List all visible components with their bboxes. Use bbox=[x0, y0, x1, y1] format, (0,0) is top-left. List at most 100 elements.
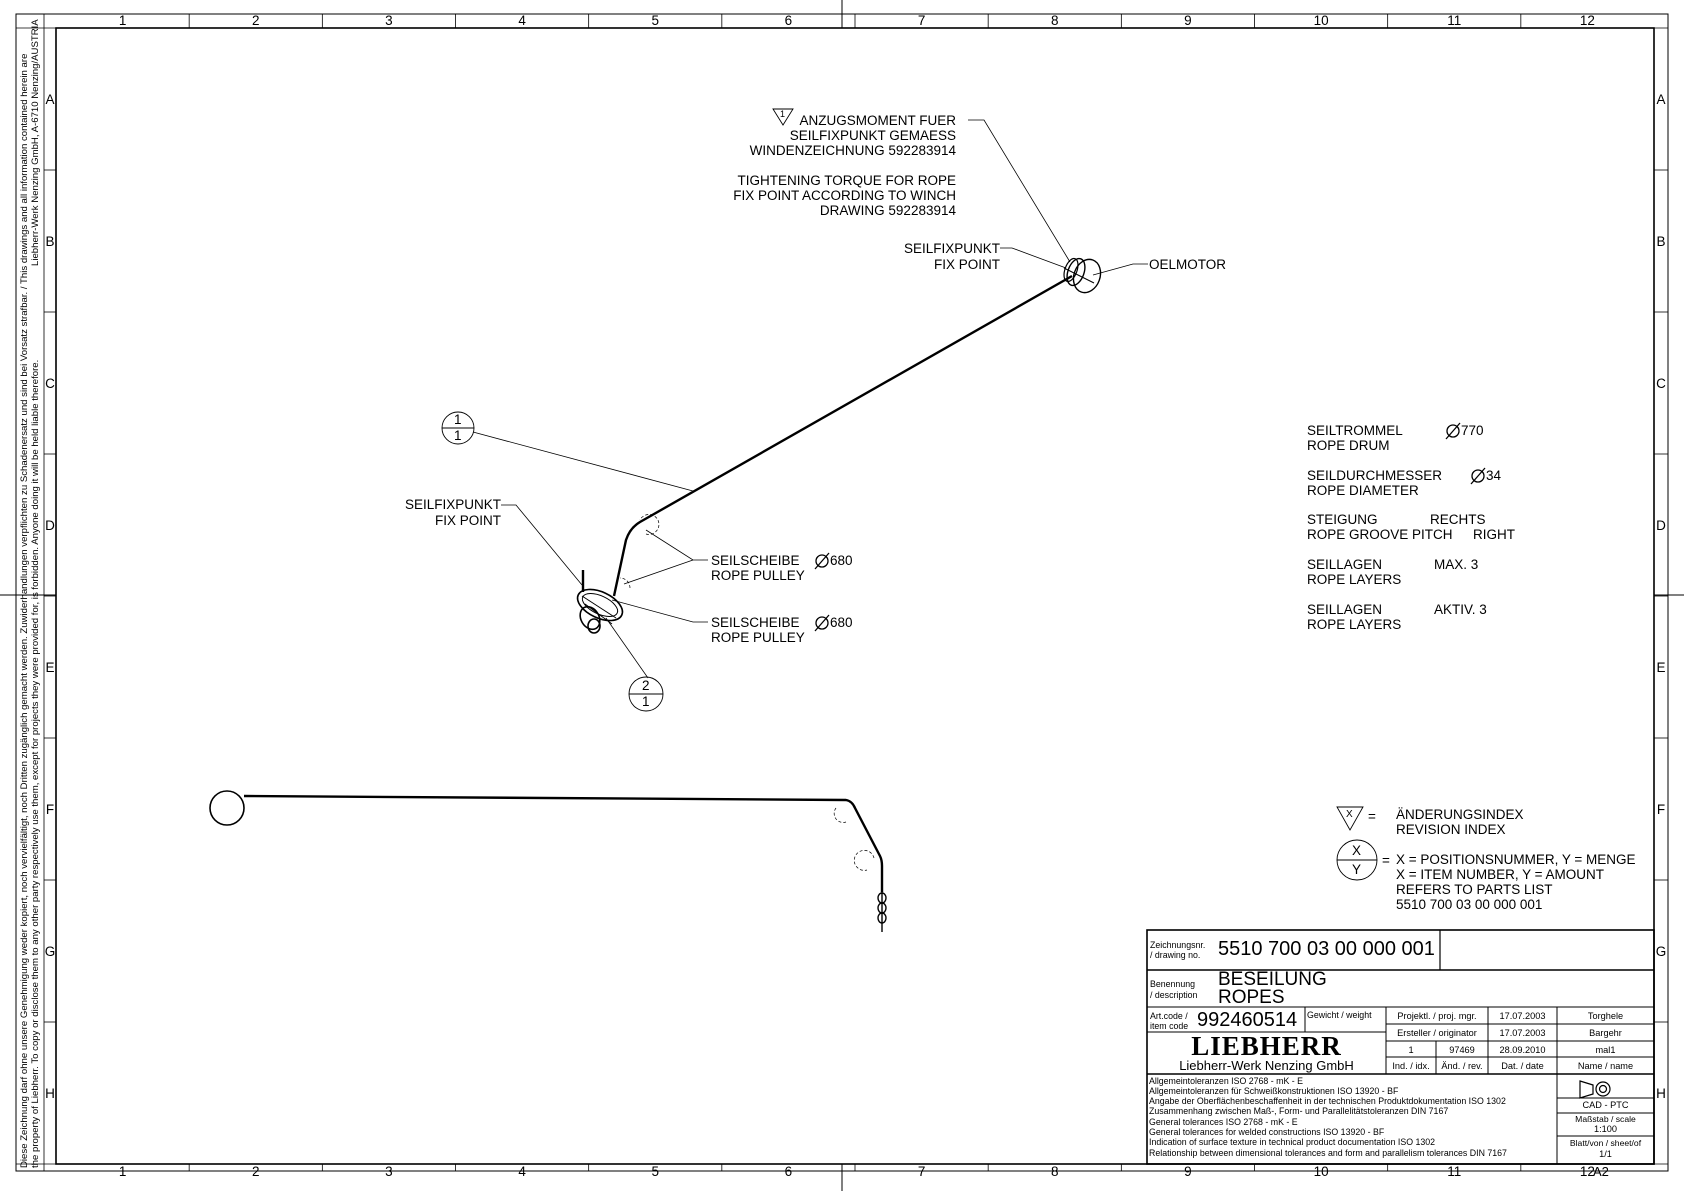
grid-row-label-right: E bbox=[1656, 660, 1666, 675]
pitch-value-de: RECHTS bbox=[1430, 512, 1486, 527]
grid-col-label-bottom: 1 bbox=[118, 1164, 127, 1179]
torque-note-en-3: DRAWING 592283914 bbox=[819, 203, 956, 218]
grid-col-label-bottom: 8 bbox=[1050, 1164, 1059, 1179]
balloon-1-amount: 1 bbox=[454, 428, 462, 443]
diameter-icon bbox=[815, 616, 829, 630]
tolerance-line-8: Relationship between dimensional toleran… bbox=[1149, 1148, 1507, 1158]
originator-date: 17.07.2003 bbox=[1499, 1028, 1546, 1038]
cad-system: CAD - PTC bbox=[1582, 1100, 1629, 1110]
revision-number: 97469 bbox=[1449, 1045, 1475, 1055]
diameter-value: 34 bbox=[1486, 468, 1502, 483]
header-name: Name / name bbox=[1577, 1061, 1634, 1071]
drawing-no-label-2: / drawing no. bbox=[1150, 950, 1201, 960]
title-block-lines bbox=[1146, 929, 1655, 1165]
drum-value: 770 bbox=[1461, 423, 1484, 438]
grid-col-label-top: 7 bbox=[917, 13, 926, 28]
tolerance-line-3: Angabe der Oberflächenbeschaffenheit in … bbox=[1149, 1096, 1506, 1106]
pulley-1-en: ROPE PULLEY bbox=[711, 568, 805, 583]
grid-row-label-left: C bbox=[45, 376, 55, 391]
paper-format: A2 bbox=[1593, 1164, 1609, 1179]
layers-max-value: MAX. 3 bbox=[1434, 557, 1479, 572]
grid-row-label-left: H bbox=[45, 1086, 55, 1101]
pitch-value-en: RIGHT bbox=[1473, 527, 1515, 542]
header-date: Dat. / date bbox=[1501, 1061, 1544, 1071]
grid-col-label-bottom: 5 bbox=[651, 1164, 659, 1179]
proj-mgr-name: Torghele bbox=[1587, 1011, 1624, 1021]
grid-col-label-top: 5 bbox=[651, 13, 659, 28]
description-label-1: Benennung bbox=[1150, 979, 1196, 989]
torque-note-en-2: FIX POINT ACCORDING TO WINCH bbox=[733, 188, 956, 203]
description-label-2: / description bbox=[1150, 990, 1198, 1000]
layers-max-label-de: SEILLAGEN bbox=[1307, 557, 1383, 572]
grid-row-label-left: A bbox=[45, 92, 55, 107]
company-name: Liebherr-Werk Nenzing GmbH bbox=[1179, 1058, 1354, 1073]
balloon-2-amount: 1 bbox=[642, 694, 650, 709]
grid-row-label-left: F bbox=[45, 802, 55, 817]
torque-note-en-1: TIGHTENING TORQUE FOR ROPE bbox=[737, 173, 956, 188]
projection-symbol-icon bbox=[1579, 1080, 1611, 1099]
description-de: BESEILUNG bbox=[1218, 969, 1327, 990]
fix-point-left-en: FIX POINT bbox=[434, 513, 501, 528]
drum-label-en: ROPE DRUM bbox=[1307, 438, 1390, 453]
item-code-label-2: item code bbox=[1150, 1021, 1189, 1031]
torque-note-de-2: SEILFIXPUNKT GEMAESS bbox=[789, 128, 956, 143]
pulley-1-diameter: 680 bbox=[830, 553, 853, 568]
rope-lower bbox=[243, 794, 884, 892]
fix-point-top-en: FIX POINT bbox=[933, 257, 1000, 272]
originator-name: Bargehr bbox=[1589, 1028, 1622, 1038]
weight-label: Gewicht / weight bbox=[1307, 1010, 1372, 1020]
legend-revision-de: ÄNDERUNGSINDEX bbox=[1396, 807, 1524, 822]
sheet-label: Blatt/von / sheet/of bbox=[1569, 1138, 1642, 1148]
item-code: 992460514 bbox=[1197, 1009, 1298, 1031]
pulley-2-diameter: 680 bbox=[830, 615, 853, 630]
diameter-icon bbox=[1446, 424, 1460, 438]
scale-label: Maßstab / scale bbox=[1575, 1114, 1636, 1124]
grid-row-label-right: G bbox=[1655, 944, 1667, 959]
diameter-icon bbox=[1471, 469, 1485, 483]
torque-note-de-3: WINDENZEICHNUNG 592283914 bbox=[749, 143, 956, 158]
legend-revision-triangle bbox=[1336, 806, 1364, 831]
grid-col-label-bottom: 3 bbox=[385, 1164, 393, 1179]
layers-active-label-en: ROPE LAYERS bbox=[1307, 617, 1402, 632]
sheet-value: 1/1 bbox=[1599, 1149, 1612, 1159]
drawing-number: 5510 700 03 00 000 001 bbox=[1218, 938, 1435, 960]
copyright-note-line2: the property of Liebherr. To copy or dis… bbox=[30, 359, 41, 1168]
legend-balloon-bottom: Y bbox=[1352, 862, 1362, 877]
item-code-label-1: Art.code / bbox=[1150, 1011, 1188, 1021]
grid-col-label-top: 9 bbox=[1184, 13, 1192, 28]
drawing-no-label-1: Zeichnungsnr. bbox=[1150, 940, 1206, 950]
layers-max-label-en: ROPE LAYERS bbox=[1307, 572, 1402, 587]
legend-item-line-3: REFERS TO PARTS LIST bbox=[1396, 882, 1553, 897]
torque-note-de-1: ANZUGSMOMENT FUER bbox=[799, 113, 956, 128]
tolerance-line-2: Allgemeintoleranzen für Schweißkonstrukt… bbox=[1149, 1086, 1399, 1096]
grid-col-label-top: 3 bbox=[385, 13, 393, 28]
tolerance-line-4: Zusammenhang zwischen Maß-, Form- und Pa… bbox=[1149, 1106, 1449, 1116]
pulley-2-de: SEILSCHEIBE bbox=[711, 615, 800, 630]
drum-label-de: SEILTROMMEL bbox=[1307, 423, 1403, 438]
fix-point-left-de: SEILFIXPUNKT bbox=[404, 497, 501, 512]
balloon-1-item: 1 bbox=[454, 412, 462, 427]
oil-motor-label: OELMOTOR bbox=[1149, 257, 1227, 272]
grid-row-label-right: D bbox=[1656, 518, 1666, 533]
revision-name: mal1 bbox=[1595, 1045, 1616, 1055]
proj-mgr-label: Projektl. / proj. mgr. bbox=[1397, 1011, 1477, 1021]
grid-col-label-bottom: 11 bbox=[1447, 1164, 1462, 1179]
originator-label: Ersteller / originator bbox=[1397, 1028, 1477, 1038]
grid-col-label-top: 11 bbox=[1447, 13, 1462, 28]
liebherr-logo: LIEBHERR bbox=[1191, 1031, 1342, 1061]
proj-mgr-date: 17.07.2003 bbox=[1499, 1011, 1546, 1021]
pulley-assembly bbox=[576, 588, 624, 634]
rope-end-drum bbox=[209, 790, 245, 826]
revision-date: 28.09.2010 bbox=[1499, 1045, 1546, 1055]
tolerance-line-5: General tolerances ISO 2768 - mK - E bbox=[1149, 1117, 1298, 1127]
grid-row-label-left: B bbox=[45, 234, 55, 249]
diameter-label-de: SEILDURCHMESSER bbox=[1307, 468, 1443, 483]
legend-item-line-1: X = POSITIONSNUMMER, Y = MENGE bbox=[1396, 852, 1636, 867]
grid-col-label-top: 1 bbox=[118, 13, 127, 28]
legend-revision-en: REVISION INDEX bbox=[1396, 822, 1506, 837]
grid-row-label-right: A bbox=[1656, 92, 1666, 107]
grid-col-label-bottom: 4 bbox=[518, 1164, 526, 1179]
layers-active-value: AKTIV. 3 bbox=[1434, 602, 1487, 617]
pitch-label-de: STEIGUNG bbox=[1307, 512, 1378, 527]
layers-active-label-de: SEILLAGEN bbox=[1307, 602, 1383, 617]
